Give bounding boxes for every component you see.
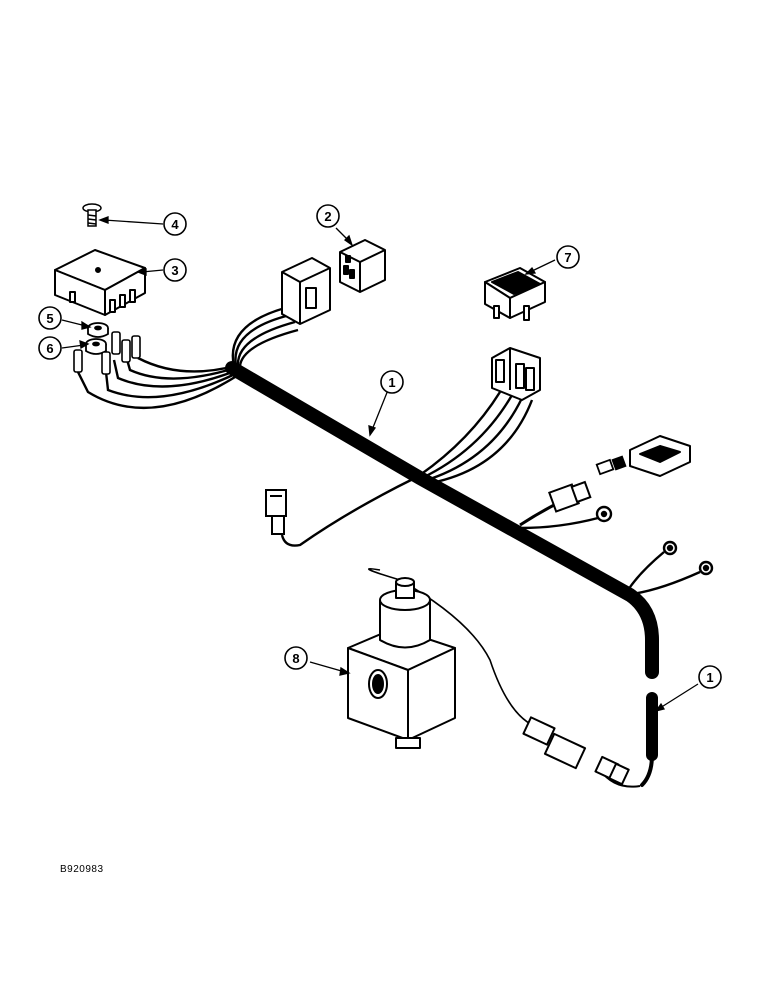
switch-wires bbox=[419, 391, 534, 486]
spade-terminals bbox=[73, 331, 141, 375]
callout-1-top: 1 bbox=[380, 370, 404, 394]
inline-plug bbox=[548, 480, 592, 513]
relay-wires bbox=[231, 306, 299, 367]
svg-text:7: 7 bbox=[564, 250, 571, 265]
callout-leaders bbox=[61, 216, 699, 713]
callout-3: 3 bbox=[163, 258, 187, 282]
bracket-part bbox=[629, 435, 691, 477]
callout-8: 8 bbox=[284, 646, 308, 670]
left-branch-connector bbox=[265, 489, 287, 535]
svg-text:5: 5 bbox=[46, 311, 53, 326]
nut-part bbox=[87, 322, 109, 338]
callout-1-right: 1 bbox=[698, 665, 722, 689]
svg-text:3: 3 bbox=[171, 263, 178, 278]
module-part bbox=[54, 249, 146, 316]
figure-id: B920983 bbox=[60, 864, 104, 875]
harness-relay-connector bbox=[281, 257, 331, 325]
switch-harness-connector bbox=[491, 347, 541, 401]
valve-connector bbox=[522, 716, 630, 786]
callout-6: 6 bbox=[38, 336, 62, 360]
svg-text:4: 4 bbox=[171, 217, 179, 232]
callout-4: 4 bbox=[163, 212, 187, 236]
ring-wire-b bbox=[627, 551, 665, 591]
ring-terminals bbox=[595, 505, 714, 576]
left-branch-wire bbox=[280, 476, 416, 547]
solenoid-valve-part bbox=[347, 577, 456, 749]
callout-5: 5 bbox=[38, 306, 62, 330]
ring-wire-c bbox=[631, 570, 701, 596]
washer-part bbox=[85, 338, 107, 355]
valve-lead-wire bbox=[367, 567, 541, 729]
callout-7: 7 bbox=[556, 245, 580, 269]
rocker-switch-part bbox=[484, 267, 546, 321]
svg-text:8: 8 bbox=[292, 651, 299, 666]
screw-part bbox=[82, 203, 102, 227]
relay-part bbox=[339, 239, 386, 293]
svg-text:1: 1 bbox=[706, 670, 713, 685]
fuse-part bbox=[595, 455, 627, 476]
svg-text:2: 2 bbox=[324, 209, 331, 224]
terminal-wires bbox=[76, 355, 236, 409]
callout-2: 2 bbox=[316, 204, 340, 228]
main-harness bbox=[225, 361, 659, 787]
ring-wire-a bbox=[519, 516, 599, 530]
svg-text:1: 1 bbox=[388, 375, 395, 390]
svg-text:6: 6 bbox=[46, 341, 53, 356]
